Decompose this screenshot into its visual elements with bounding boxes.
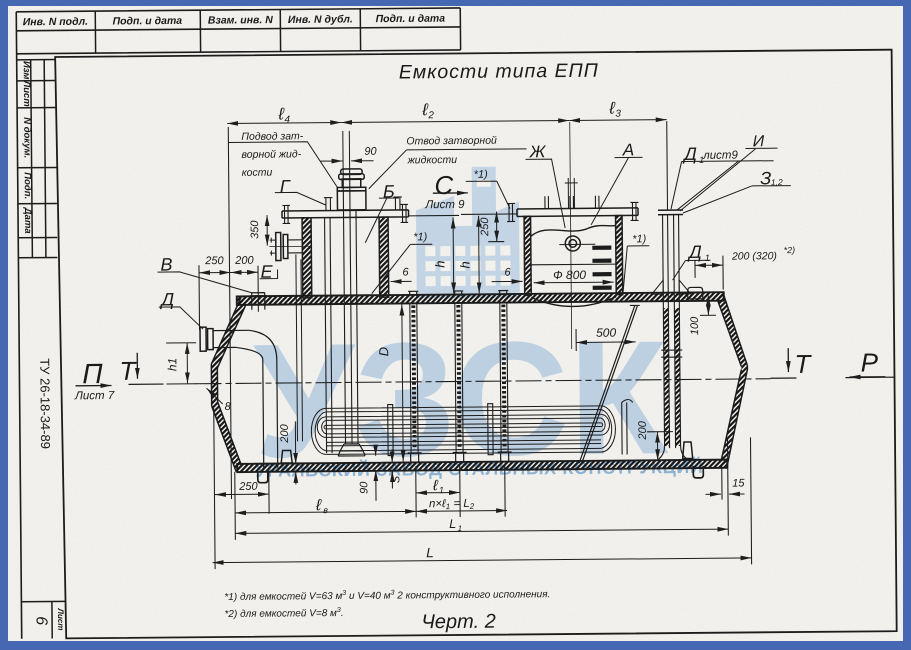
svg-text:250: 250 [204, 255, 224, 267]
svg-text:Подвод зат-: Подвод зат- [241, 130, 304, 143]
svg-text:Инв. N подл.: Инв. N подл. [23, 16, 89, 29]
svg-text:1: 1 [699, 155, 704, 165]
svg-text:n×ℓ1 = L2: n×ℓ1 = L2 [429, 498, 475, 511]
svg-text:А: А [622, 140, 635, 159]
svg-text:Т: Т [794, 349, 812, 379]
svg-text:ℓ: ℓ [432, 477, 439, 494]
svg-text:В: В [160, 254, 172, 274]
svg-text:Подп. и дата: Подп. и дата [376, 13, 446, 26]
svg-text:250: 250 [479, 217, 491, 237]
svg-text:Черт. 2: Черт. 2 [421, 611, 496, 634]
svg-text:*1): *1) [632, 233, 647, 245]
svg-text:350: 350 [249, 220, 261, 239]
svg-text:3: 3 [615, 109, 621, 120]
svg-text:Ж: Ж [529, 142, 547, 161]
svg-text:в: в [323, 505, 328, 515]
svg-text:Е: Е [260, 262, 273, 282]
svg-text:1,2: 1,2 [771, 177, 783, 187]
svg-text:С: С [434, 170, 453, 200]
svg-text:100: 100 [689, 316, 701, 335]
svg-text:90: 90 [358, 481, 370, 494]
svg-text:Подп. и дата: Подп. и дата [113, 15, 183, 28]
svg-text:Емкости типа ЕПП: Емкости типа ЕПП [399, 60, 599, 84]
svg-text:*2) для емкостей V=8 м3.: *2) для емкостей V=8 м3. [224, 607, 343, 620]
svg-text:1: 1 [458, 524, 463, 533]
svg-text:1: 1 [439, 485, 444, 495]
svg-text:Инв. N дубл.: Инв. N дубл. [288, 13, 353, 26]
svg-text:Подп.: Подп. [22, 172, 33, 199]
svg-text:ℓ: ℓ [608, 99, 616, 118]
svg-text:6: 6 [504, 267, 511, 279]
svg-text:Лист 7: Лист 7 [74, 390, 115, 402]
svg-text:90: 90 [364, 146, 377, 158]
svg-text:Т: Т [119, 356, 137, 386]
svg-text:Ф 800: Ф 800 [553, 268, 586, 282]
svg-text:Взам. инв. N: Взам. инв. N [208, 14, 273, 27]
svg-text:15: 15 [732, 477, 745, 489]
svg-text:2: 2 [427, 110, 434, 121]
svg-text:ТУ 26-18-34-89: ТУ 26-18-34-89 [37, 358, 53, 449]
svg-text:L: L [426, 545, 434, 560]
svg-text:200 (320): 200 (320) [731, 250, 777, 262]
svg-text:*1): *1) [413, 231, 428, 243]
svg-text:S: S [390, 475, 402, 483]
svg-text:ворной жид-: ворной жид- [241, 148, 301, 161]
svg-text:1: 1 [705, 253, 710, 263]
svg-text:*1) для емкостей V=63 м3 и V: *1) для емкостей V=63 м3 и V=40 м3 2 кон… [224, 588, 550, 603]
svg-text:200: 200 [637, 420, 649, 440]
svg-text:6: 6 [33, 616, 50, 625]
svg-text:Д: Д [159, 289, 174, 309]
svg-text:Изм: Изм [21, 61, 32, 80]
svg-text:ℓ: ℓ [315, 497, 322, 514]
svg-text:Г: Г [280, 176, 291, 196]
svg-text:Лист 9: Лист 9 [424, 199, 465, 211]
svg-text:жидкости: жидкости [407, 154, 458, 166]
svg-text:Отвод затворной: Отвод затворной [406, 135, 497, 148]
svg-text:h1: h1 [165, 358, 179, 371]
svg-text:N докум.: N докум. [21, 117, 32, 158]
svg-text:200: 200 [234, 255, 254, 267]
svg-text:Дата: Дата [22, 207, 33, 234]
svg-text:D: D [376, 347, 391, 357]
svg-text:8: 8 [225, 401, 232, 413]
svg-text:Лист: Лист [56, 607, 65, 630]
svg-text:лист9: лист9 [702, 150, 738, 162]
svg-text:Д: Д [682, 144, 697, 164]
svg-text:L: L [449, 517, 456, 531]
svg-text:З: З [760, 168, 771, 188]
svg-text:4: 4 [284, 114, 290, 125]
svg-text:*2): *2) [784, 245, 796, 255]
svg-text:Лист: Лист [21, 80, 32, 108]
svg-text:И: И [753, 133, 765, 150]
svg-text:200: 200 [279, 423, 291, 443]
svg-text:ℓ: ℓ [277, 104, 285, 123]
svg-text:Б: Б [383, 182, 395, 202]
svg-text:h: h [457, 261, 472, 268]
svg-text:ℓ: ℓ [421, 100, 429, 119]
svg-text:6: 6 [402, 266, 409, 278]
svg-text:500: 500 [596, 326, 616, 340]
svg-text:250: 250 [238, 481, 258, 493]
svg-text:кости: кости [242, 167, 273, 179]
svg-text:*1): *1) [474, 169, 489, 181]
svg-text:Р: Р [861, 347, 879, 377]
svg-text:Д: Д [687, 242, 702, 262]
svg-text:h: h [432, 260, 447, 267]
svg-text:П: П [82, 358, 103, 389]
